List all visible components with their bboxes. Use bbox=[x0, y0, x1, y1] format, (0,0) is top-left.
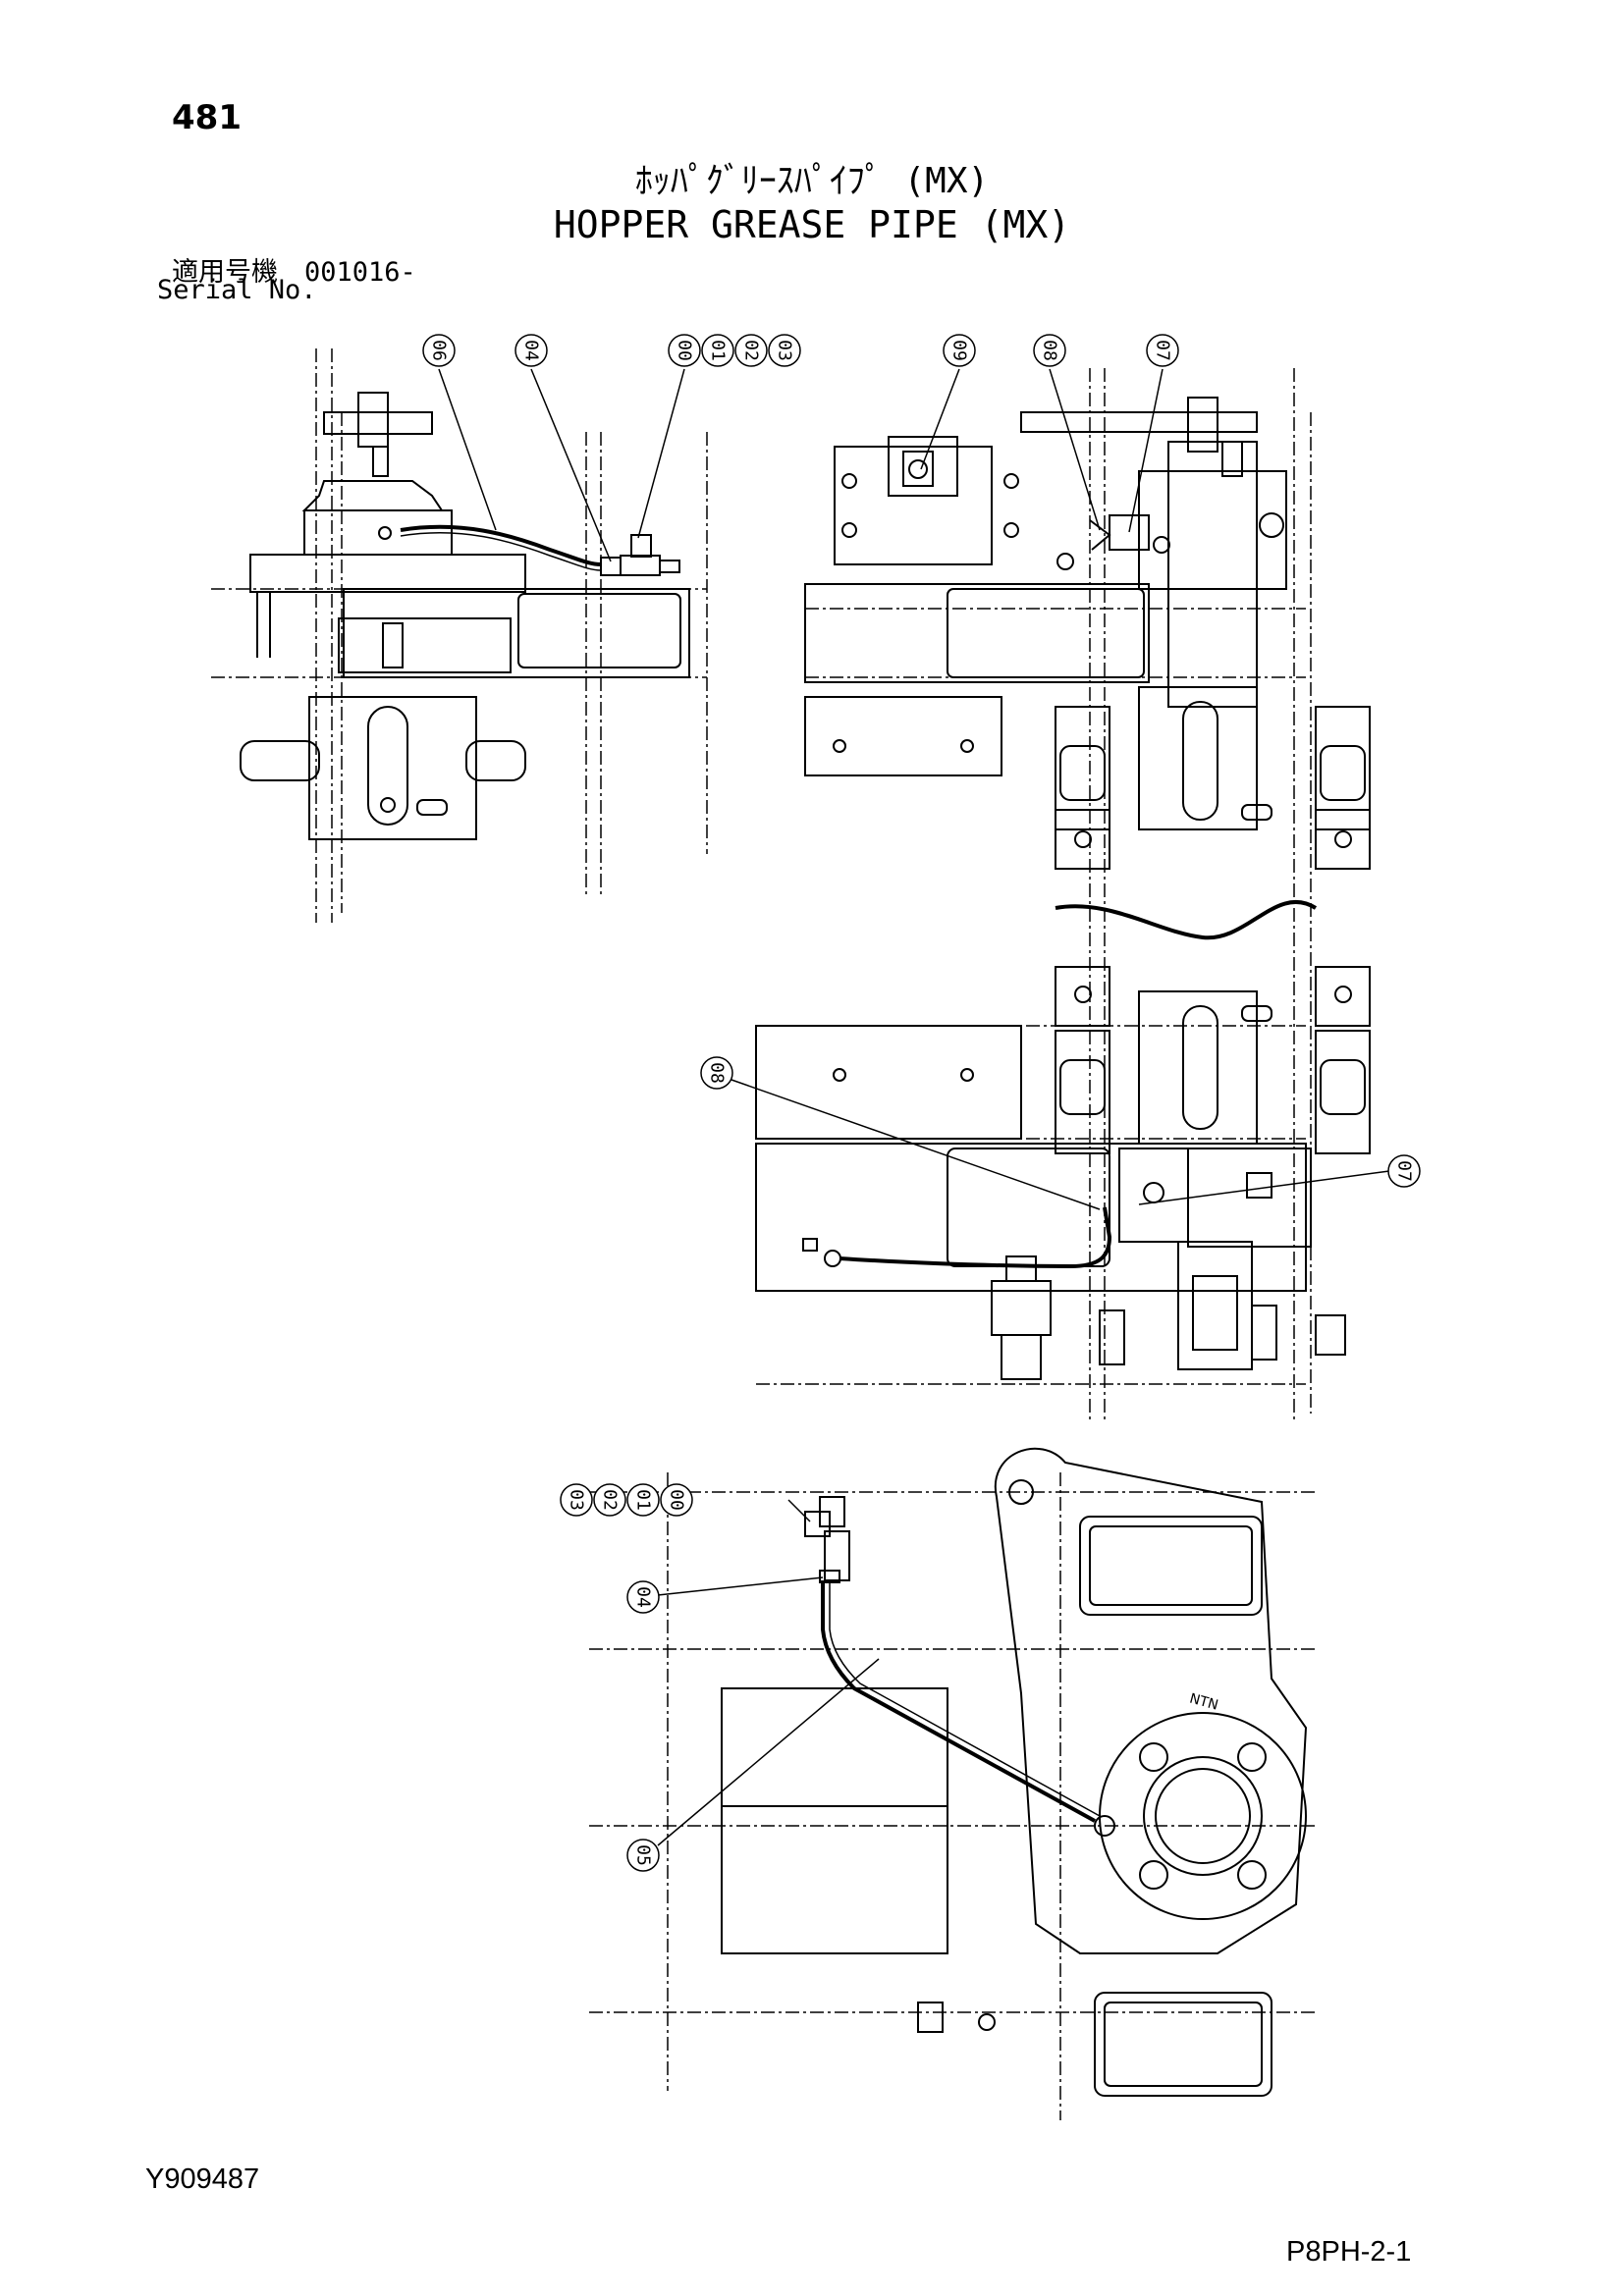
callout-04: 04 bbox=[514, 334, 548, 367]
callout-06: 06 bbox=[422, 334, 456, 367]
callout-07-lower: 07 bbox=[1387, 1154, 1421, 1188]
callout-05: 05 bbox=[626, 1839, 660, 1872]
svg-text:08: 08 bbox=[1040, 340, 1060, 361]
callout-07: 07 bbox=[1146, 334, 1179, 367]
leader-lines bbox=[438, 368, 1390, 1846]
svg-text:03: 03 bbox=[775, 340, 795, 361]
svg-text:07: 07 bbox=[1394, 1160, 1415, 1182]
svg-text:00: 00 bbox=[675, 340, 695, 361]
page-code: P8PH-2-1 bbox=[1286, 2236, 1412, 2268]
serial-label-english: Serial No. bbox=[157, 275, 317, 305]
callout-00-bottom: 00 bbox=[660, 1483, 693, 1517]
svg-text:00: 00 bbox=[667, 1489, 687, 1511]
callout-08: 08 bbox=[1033, 334, 1066, 367]
callout-02: 02 bbox=[734, 334, 768, 367]
callout-00: 00 bbox=[668, 334, 701, 367]
svg-text:06: 06 bbox=[429, 340, 450, 361]
svg-text:02: 02 bbox=[741, 340, 762, 361]
svg-text:03: 03 bbox=[567, 1489, 587, 1511]
serial-label-japanese: 適用号機 001016- bbox=[172, 257, 416, 288]
callout-03-bottom: 03 bbox=[560, 1483, 593, 1517]
bearing-mark: NTN bbox=[1188, 1691, 1220, 1714]
svg-text:08: 08 bbox=[707, 1062, 728, 1084]
svg-text:01: 01 bbox=[633, 1489, 654, 1511]
svg-text:04: 04 bbox=[633, 1586, 654, 1608]
document-code: Y909487 bbox=[145, 2163, 260, 2195]
callout-08-lower: 08 bbox=[700, 1056, 733, 1090]
top-left-view bbox=[211, 348, 708, 923]
bottom-view bbox=[589, 1447, 1316, 2120]
top-right-view bbox=[755, 368, 1371, 1423]
callout-03: 03 bbox=[768, 334, 801, 367]
callout-02-bottom: 02 bbox=[593, 1483, 626, 1517]
svg-text:01: 01 bbox=[708, 340, 729, 361]
callout-01: 01 bbox=[701, 334, 734, 367]
callouts: 06 04 00 01 02 03 09 08 bbox=[422, 334, 1421, 1872]
title-english: HOPPER GREASE PIPE (MX) bbox=[553, 203, 1071, 246]
callout-04-bottom: 04 bbox=[626, 1580, 660, 1614]
svg-text:04: 04 bbox=[521, 340, 542, 361]
title-japanese: ﾎｯﾊﾟｸﾞﾘｰｽﾊﾟｲﾌﾟ (MX) bbox=[634, 161, 990, 201]
svg-text:07: 07 bbox=[1153, 340, 1173, 361]
page-number: 481 bbox=[172, 98, 242, 137]
svg-text:02: 02 bbox=[600, 1489, 621, 1511]
callout-09: 09 bbox=[943, 334, 976, 367]
svg-text:09: 09 bbox=[949, 340, 970, 361]
svg-text:05: 05 bbox=[633, 1844, 654, 1866]
callout-01-bottom: 01 bbox=[626, 1483, 660, 1517]
